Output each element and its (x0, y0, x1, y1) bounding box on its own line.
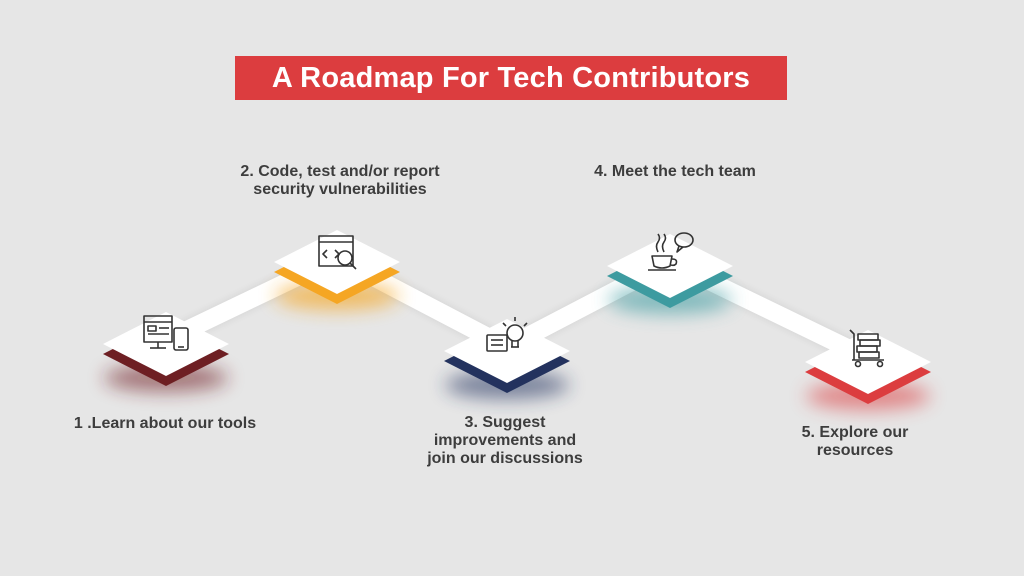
page-title: A Roadmap For Tech Contributors (271, 61, 751, 94)
step-4-tile (607, 232, 733, 314)
step-3-label: 3. Suggest improvements and join our dis… (427, 414, 583, 467)
computer-devices-icon (143, 315, 189, 351)
step-3-tile (444, 317, 570, 399)
step-5-tile (805, 329, 931, 410)
step-4-label: 4. Meet the tech team (594, 163, 756, 180)
step-5-label: 5. Explore our resources (801, 424, 909, 459)
step-2-label: 2. Code, test and/or report security vul… (240, 163, 440, 198)
coffee-chat-icon (648, 232, 694, 271)
books-cart-icon (849, 329, 884, 368)
step-2-tile (274, 230, 400, 310)
step-1-tile (103, 312, 229, 392)
title-banner: A Roadmap For Tech Contributors (235, 56, 787, 100)
step-1-label: 1 .Learn about our tools (73, 415, 257, 432)
code-inspect-icon (318, 235, 357, 270)
lightbulb-idea-icon (486, 317, 528, 352)
